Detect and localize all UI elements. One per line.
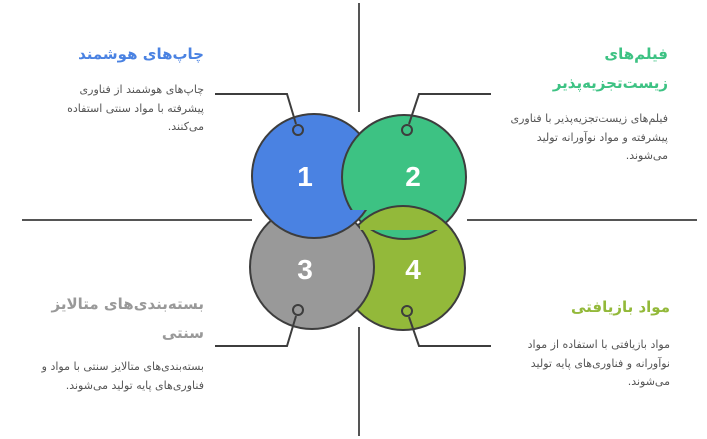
item-3-block: بسته‌بندی‌های متالایز سنتی بسته‌بندی‌های…	[30, 290, 204, 395]
item-1-block: چاپ‌های هوشمند چاپ‌های هوشمند از فناوری …	[62, 40, 204, 137]
item-2-title: فیلم‌های زیست‌تجزیه‌پذیر	[552, 45, 668, 92]
item-2-block: فیلم‌های زیست‌تجزیه‌پذیر فیلم‌های زیست‌ت…	[500, 40, 668, 166]
item-2-description: فیلم‌های زیست‌تجزیه‌پذیر با فناوری پیشرف…	[510, 112, 668, 162]
circle-3-number: 3	[297, 254, 313, 285]
item-4-title: مواد بازیافتی	[570, 298, 670, 316]
circle-2-number: 2	[405, 161, 421, 192]
connector-1	[215, 93, 304, 136]
connector-3	[215, 304, 304, 347]
item-3-description: بسته‌بندی‌های متالایز سنتی با مواد و فنا…	[41, 360, 204, 392]
connector-4	[401, 305, 491, 347]
item-1-description: چاپ‌های هوشمند از فناوری پیشرفته با مواد…	[67, 83, 204, 133]
circle-2-overlap	[341, 115, 390, 210]
connector-2	[401, 93, 491, 136]
circle-1-number: 1	[297, 161, 313, 192]
circle-4-overlap	[360, 205, 454, 230]
item-4-description: مواد بازیافتی با استفاده از مواد نوآوران…	[527, 338, 670, 388]
item-4-block: مواد بازیافتی مواد بازیافتی با استفاده ا…	[500, 293, 670, 392]
item-3-title: بسته‌بندی‌های متالایز سنتی	[51, 295, 204, 342]
item-1-title: چاپ‌های هوشمند	[78, 45, 204, 63]
circle-4-number: 4	[405, 254, 421, 285]
